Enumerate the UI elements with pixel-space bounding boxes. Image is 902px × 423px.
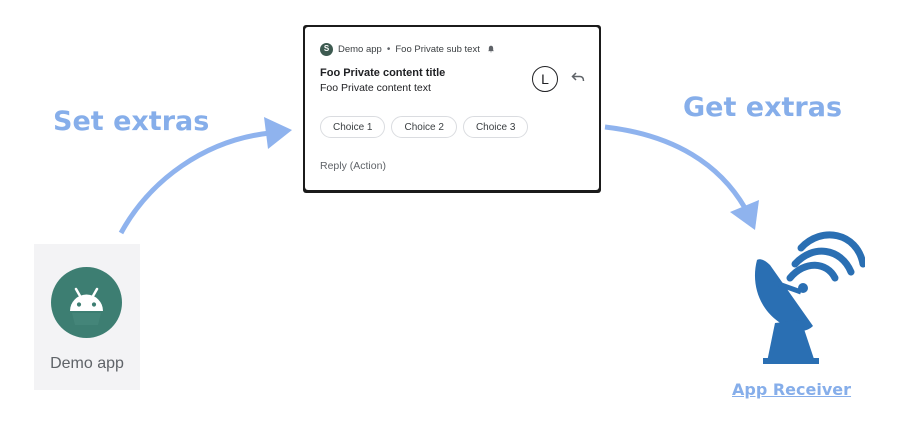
choice-chip-2[interactable]: Choice 2 xyxy=(391,116,457,138)
choice-chips: Choice 1 Choice 2 Choice 3 xyxy=(320,116,529,138)
app-icon: S xyxy=(320,42,333,56)
choice-chip-1[interactable]: Choice 1 xyxy=(320,116,386,138)
avatar: L xyxy=(532,66,558,92)
get-extras-label: Get extras xyxy=(683,92,843,123)
set-extras-arrowhead xyxy=(264,117,292,149)
demo-app-tile[interactable]: Demo app xyxy=(34,244,140,390)
get-extras-arrow xyxy=(604,124,748,210)
satellite-dish-icon xyxy=(754,231,865,364)
notification-title: Foo Private content title xyxy=(320,67,446,79)
set-extras-label: Set extras xyxy=(53,106,210,137)
notification-header: S Demo app • Foo Private sub text xyxy=(320,41,495,57)
demo-app-name: Demo app xyxy=(50,355,124,372)
reply-action[interactable]: Reply (Action) xyxy=(320,160,386,172)
notification-text: Foo Private content text xyxy=(320,82,431,94)
get-extras-arrowhead xyxy=(730,200,759,230)
android-icon xyxy=(51,267,122,338)
header-separator: • xyxy=(386,43,391,55)
app-receiver-link[interactable]: App Receiver xyxy=(732,380,852,399)
notification-frame: S Demo app • Foo Private sub text Foo Pr… xyxy=(303,25,601,193)
bell-icon xyxy=(487,45,494,53)
notification-sub-text: Foo Private sub text xyxy=(395,43,480,55)
set-extras-arrow xyxy=(118,130,271,235)
notification-card[interactable]: S Demo app • Foo Private sub text Foo Pr… xyxy=(305,27,599,190)
reply-icon[interactable] xyxy=(571,71,585,83)
choice-chip-3[interactable]: Choice 3 xyxy=(462,116,529,138)
notification-app-name: Demo app xyxy=(338,43,382,55)
